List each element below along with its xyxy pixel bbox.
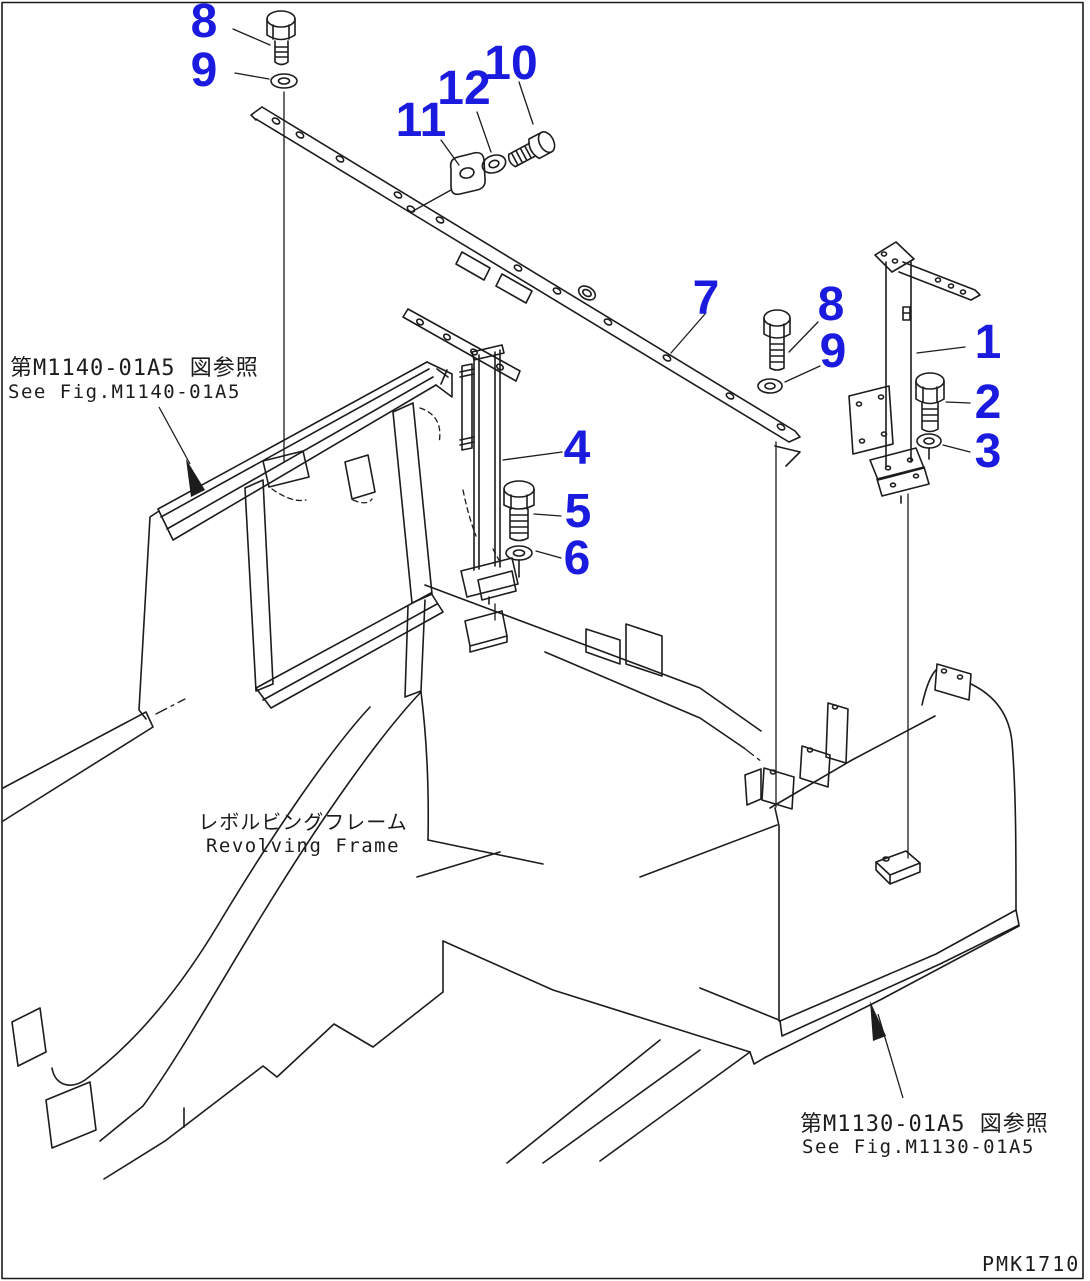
leader-lines-small-parts (413, 82, 533, 211)
frame-label-jp: レボルビングフレーム (198, 810, 408, 834)
callout-9: 9 (819, 325, 847, 378)
callout-5: 5 (564, 485, 592, 538)
washer-9-top (271, 74, 297, 88)
leader-lines-part1 (908, 347, 970, 858)
bolt-8-top (267, 11, 295, 65)
door-frame-assembly (139, 362, 452, 719)
ref-left-jp: 第M1140-01A5 図参照 (10, 356, 259, 381)
washer-3 (917, 434, 941, 459)
page-border (2, 3, 1083, 1279)
bolt-8-right (764, 310, 790, 370)
deck-hidden-edges (156, 699, 762, 762)
washer-9-right (758, 379, 782, 393)
frame-label-en: Revolving Frame (205, 835, 401, 857)
callout-11: 11 (395, 94, 447, 147)
callout-6: 6 (563, 532, 591, 585)
callout-12: 12 (437, 62, 491, 115)
callout-1: 1 (974, 316, 1002, 369)
callout-9: 9 (190, 44, 218, 97)
ref-right-jp: 第M1130-01A5 図参照 (800, 1112, 1049, 1137)
leader-lines-part4 (495, 452, 562, 620)
ref-right-en: See Fig.M1130-01A5 (802, 1136, 1035, 1158)
leader-lines-top (233, 29, 284, 461)
callout-7: 7 (692, 272, 720, 325)
frame-front-hump (12, 692, 1019, 1179)
callout-4: 4 (563, 422, 591, 475)
callout-2: 2 (974, 376, 1002, 429)
ref-arrow-m1130 (870, 1001, 903, 1098)
washer-12 (480, 152, 508, 176)
callout-8: 8 (190, 0, 218, 48)
ref-arrow-m1140 (159, 407, 205, 497)
post-4-assembly (403, 309, 520, 652)
page-code: PMK1710 (982, 1252, 1081, 1276)
right-wall-panel (745, 664, 1019, 1036)
ref-left-en: See Fig.M1140-01A5 (8, 381, 241, 403)
washer-6 (506, 546, 532, 577)
leader-lines-mid (671, 314, 820, 807)
frame-label: レボルビングフレーム Revolving Frame (188, 806, 418, 857)
callout-8: 8 (817, 278, 845, 331)
grommet-11 (451, 153, 485, 195)
bolt-5 (504, 481, 534, 541)
hidden-lines-post-4 (463, 490, 500, 562)
revolving-frame-deck (3, 585, 779, 1020)
hidden-lines-door-frame (272, 408, 440, 503)
bolt-10 (505, 129, 558, 171)
bolt-2 (916, 373, 944, 432)
mounting-rail-7 (251, 107, 800, 466)
callout-10: 10 (484, 37, 538, 90)
callout-3: 3 (974, 425, 1002, 478)
post-1-assembly (849, 242, 980, 503)
